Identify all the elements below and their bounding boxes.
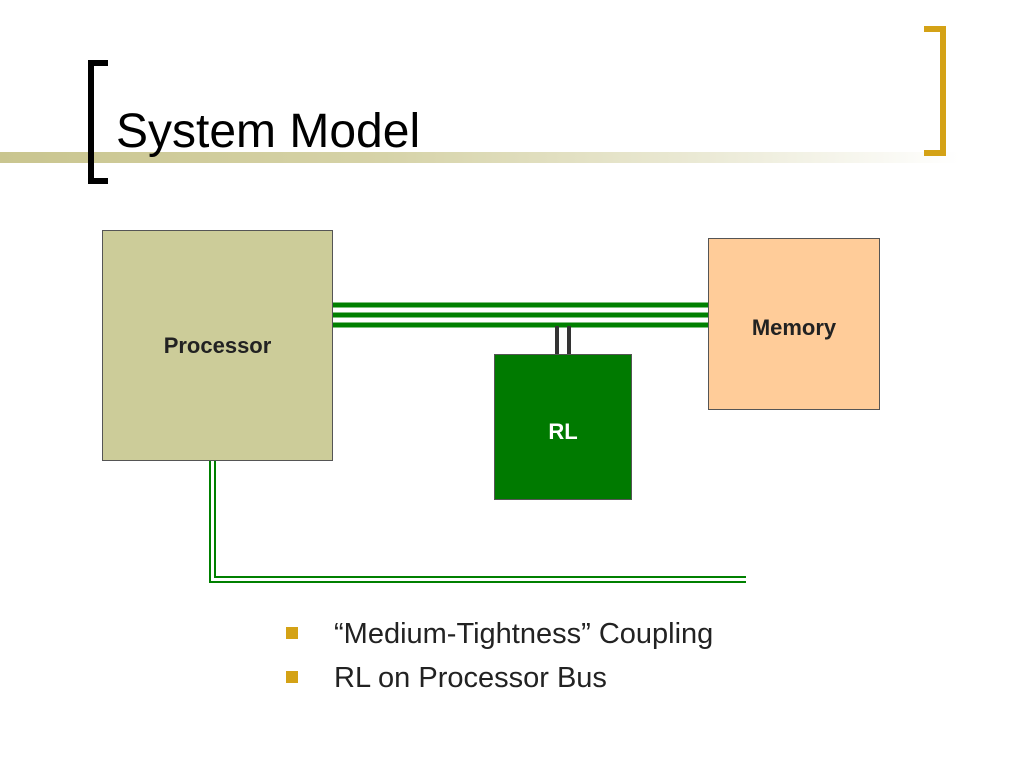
bullet-text: RL on Processor Bus	[334, 662, 607, 694]
square-bullet-icon	[286, 627, 298, 639]
left-bracket-decoration	[88, 60, 108, 184]
bullet-list: “Medium-Tightness” Coupling RL on Proces…	[286, 612, 713, 700]
bullet-item: “Medium-Tightness” Coupling	[286, 612, 713, 656]
rl-box: RL	[494, 354, 632, 500]
processor-memory-bus	[333, 302, 708, 328]
processor-box: Processor	[102, 230, 333, 461]
rl-label: RL	[548, 419, 578, 444]
memory-box: Memory	[708, 238, 880, 410]
right-bracket-decoration	[924, 26, 946, 156]
bullet-text: “Medium-Tightness” Coupling	[334, 618, 714, 650]
slide-title: System Model	[116, 105, 421, 158]
bullet-item: RL on Processor Bus	[286, 656, 713, 700]
title-underline-bar	[0, 152, 960, 163]
square-bullet-icon	[286, 671, 298, 683]
rl-bus-connector	[555, 326, 571, 355]
memory-label: Memory	[751, 315, 837, 340]
processor-output-line	[209, 461, 746, 583]
processor-label: Processor	[163, 332, 272, 358]
